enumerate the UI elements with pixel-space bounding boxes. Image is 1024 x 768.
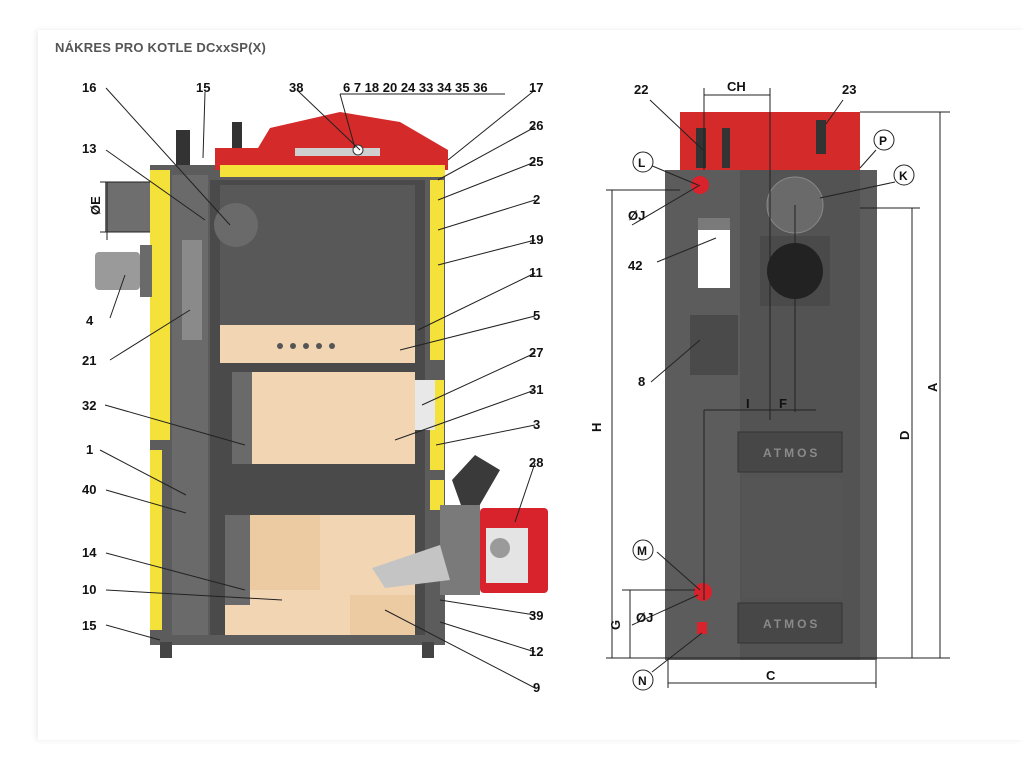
label-2: 2 bbox=[533, 192, 540, 207]
flue-outlet bbox=[105, 182, 150, 232]
exhaust-fan bbox=[95, 252, 140, 290]
label-15-bottom: 15 bbox=[82, 618, 96, 633]
label-15-top: 15 bbox=[196, 80, 210, 95]
label-M: M bbox=[637, 544, 647, 558]
label-dia-E: ØE bbox=[88, 196, 103, 215]
control-strip bbox=[295, 148, 380, 156]
fuel-hopper bbox=[220, 185, 415, 325]
label-K: K bbox=[899, 169, 908, 183]
label-N: N bbox=[638, 674, 647, 688]
drain-valve bbox=[697, 622, 707, 634]
ash-pan bbox=[350, 595, 415, 635]
label-32: 32 bbox=[82, 398, 96, 413]
label-8: 8 bbox=[638, 374, 645, 389]
right-labels: 22 CH 23 P L K ØJ 42 8 A H D I F M G ØJ … bbox=[589, 79, 940, 691]
label-3: 3 bbox=[533, 417, 540, 432]
insulation-left bbox=[150, 170, 170, 440]
leader-lines-left bbox=[99, 87, 536, 689]
label-H: H bbox=[589, 423, 604, 432]
label-40: 40 bbox=[82, 482, 96, 497]
section-view bbox=[95, 112, 548, 658]
label-10: 10 bbox=[82, 582, 96, 597]
label-42: 42 bbox=[628, 258, 642, 273]
page-title: NÁKRES PRO KOTLE DCxxSP(X) bbox=[55, 40, 267, 55]
label-I: I bbox=[746, 396, 750, 411]
label-dia-J-bottom: ØJ bbox=[636, 610, 653, 625]
control-box bbox=[690, 315, 738, 375]
top-cover bbox=[215, 112, 448, 170]
label-12: 12 bbox=[529, 644, 543, 659]
label-G: G bbox=[608, 620, 623, 630]
label-9: 9 bbox=[533, 680, 540, 695]
label-multi: 6 7 18 20 24 33 34 35 36 bbox=[343, 80, 488, 95]
label-25: 25 bbox=[529, 154, 543, 169]
logo-panel-top bbox=[737, 431, 843, 473]
pellet-feeder bbox=[452, 455, 500, 508]
label-14: 14 bbox=[82, 545, 97, 560]
safety-valve bbox=[176, 130, 190, 165]
pipe-inlet bbox=[694, 583, 712, 601]
label-P: P bbox=[879, 134, 887, 148]
burner-tube bbox=[372, 545, 450, 588]
label-1: 1 bbox=[86, 442, 93, 457]
insulation-left-lower bbox=[150, 450, 162, 630]
label-5: 5 bbox=[533, 308, 540, 323]
chamber-middle bbox=[232, 372, 415, 464]
logo-panel-bottom bbox=[737, 602, 843, 644]
dimension-lines bbox=[606, 88, 950, 688]
label-17: 17 bbox=[529, 80, 543, 95]
door-insulation bbox=[415, 380, 435, 430]
logo-text-top: ATMOS bbox=[763, 446, 820, 460]
label-D: D bbox=[897, 431, 912, 440]
rear-view: ATMOS ATMOS bbox=[665, 112, 877, 660]
label-39: 39 bbox=[529, 608, 543, 623]
left-labels: 16 15 38 6 7 18 20 24 33 34 35 36 17 13 … bbox=[82, 80, 543, 695]
turbulator bbox=[182, 240, 202, 340]
label-CH: CH bbox=[727, 79, 746, 94]
insulation-right bbox=[430, 180, 444, 360]
label-dia-J-top: ØJ bbox=[628, 208, 645, 223]
label-F: F bbox=[779, 396, 787, 411]
label-19: 19 bbox=[529, 232, 543, 247]
label-13: 13 bbox=[82, 141, 96, 156]
logo-text-bottom: ATMOS bbox=[763, 617, 820, 631]
label-4: 4 bbox=[86, 313, 94, 328]
insulation-top bbox=[220, 165, 445, 177]
label-11: 11 bbox=[529, 265, 543, 280]
label-16: 16 bbox=[82, 80, 96, 95]
label-A: A bbox=[925, 382, 940, 392]
label-28: 28 bbox=[529, 455, 543, 470]
thermometer-icon bbox=[352, 144, 364, 156]
insulation-right-low bbox=[430, 480, 444, 510]
label-21: 21 bbox=[82, 353, 96, 368]
nozzle-holes bbox=[277, 343, 335, 349]
label-27: 27 bbox=[529, 345, 543, 360]
label-C: C bbox=[766, 668, 776, 683]
label-26: 26 bbox=[529, 118, 543, 133]
label-23: 23 bbox=[842, 82, 856, 97]
label-22: 22 bbox=[634, 82, 648, 97]
label-31: 31 bbox=[529, 382, 543, 397]
label-38: 38 bbox=[289, 80, 303, 95]
label-L: L bbox=[638, 156, 645, 170]
